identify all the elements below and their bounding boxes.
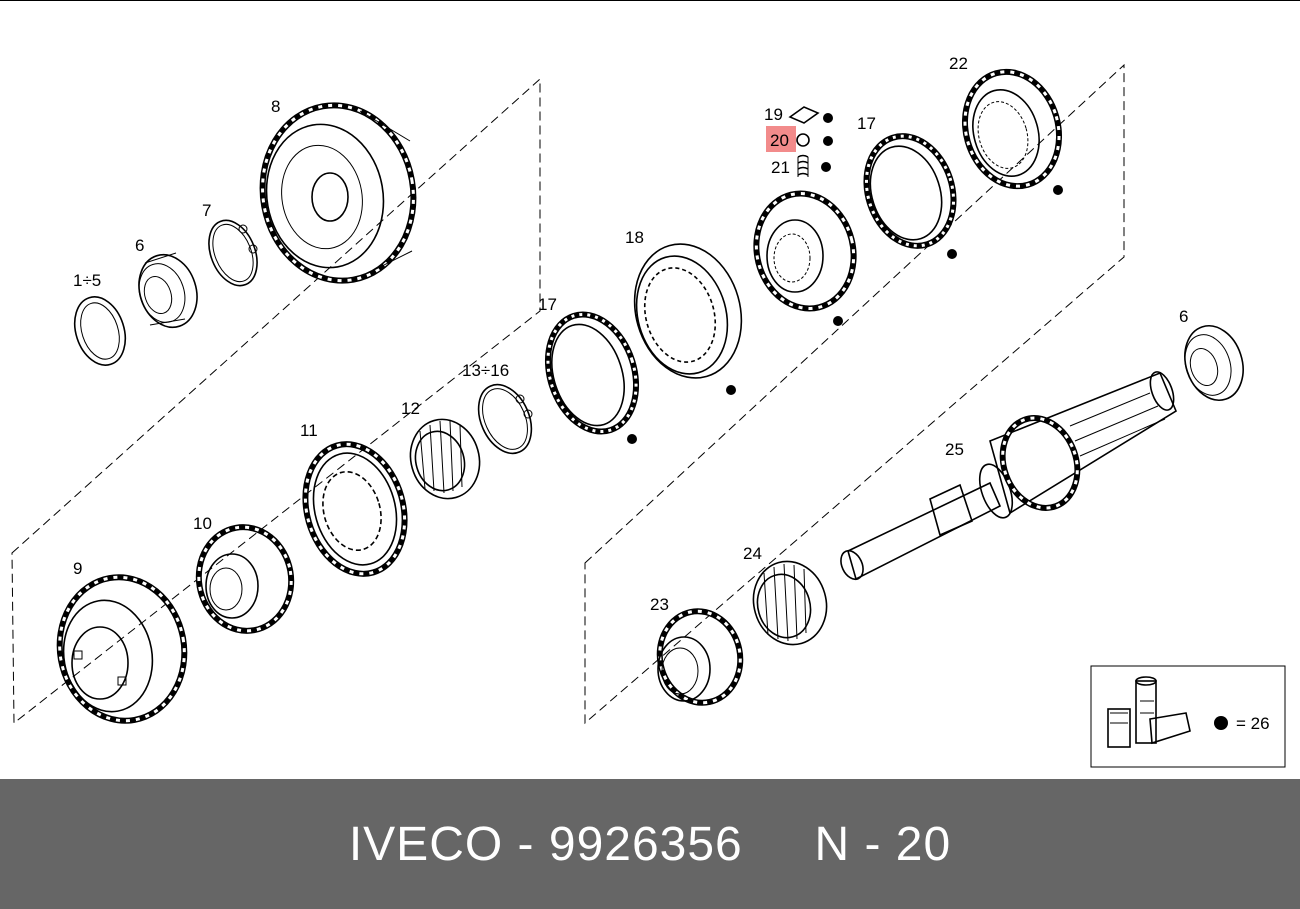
callout-7: 7 xyxy=(202,201,211,220)
callout-6-left: 6 xyxy=(135,236,144,255)
footer-caption: IVECO - 9926356 N - 20 xyxy=(349,817,951,872)
callout-13-16: 13÷16 xyxy=(462,361,509,380)
diagram-canvas: 1÷5 6 7 8 9 10 11 12 13÷16 17 18 19 20 2… xyxy=(11,54,1286,768)
footer-part-number: 9926356 xyxy=(548,817,743,871)
part-synchro-hub[interactable] xyxy=(744,183,865,326)
part-detent-spring[interactable] xyxy=(797,154,831,178)
part-detent-ball[interactable] xyxy=(796,133,833,147)
legend-dot-icon xyxy=(1214,716,1228,730)
callout-11: 11 xyxy=(300,421,318,440)
callout-25: 25 xyxy=(945,440,964,459)
callout-12: 12 xyxy=(401,399,420,418)
assembly-frame-left xyxy=(11,77,541,725)
grease-tool-icon xyxy=(1107,676,1191,748)
part-gear-9[interactable] xyxy=(48,567,195,730)
footer-position: 20 xyxy=(895,817,952,871)
footer-brand: IVECO xyxy=(348,817,504,871)
callout-18: 18 xyxy=(625,228,644,247)
part-sliding-sleeve[interactable] xyxy=(619,231,756,395)
callout-23: 23 xyxy=(650,595,669,614)
callout-8: 8 xyxy=(271,97,280,116)
callout-19: 19 xyxy=(764,105,783,124)
footer-separator: - xyxy=(517,817,535,871)
part-gear-22[interactable] xyxy=(952,61,1072,198)
part-gear-large[interactable] xyxy=(249,93,427,292)
part-bearing-left[interactable] xyxy=(130,247,206,335)
highlight-box-ref-20 xyxy=(766,126,796,152)
assembly-frame-right xyxy=(584,63,1125,725)
part-splined-disc[interactable] xyxy=(291,432,420,585)
part-detent-block[interactable] xyxy=(788,106,833,124)
callout-10: 10 xyxy=(193,514,212,533)
callout-1-5: 1÷5 xyxy=(73,271,101,290)
callout-17-upper: 17 xyxy=(857,114,876,133)
part-synchro-ring-upper[interactable] xyxy=(853,125,967,259)
callout-17-lower: 17 xyxy=(538,295,557,314)
part-snap-ring-left[interactable] xyxy=(200,213,266,293)
part-snap-ring-middle[interactable] xyxy=(468,376,541,461)
part-gear-10[interactable] xyxy=(191,520,300,638)
part-shim-ring[interactable] xyxy=(66,290,133,371)
part-main-shaft[interactable] xyxy=(837,369,1179,583)
part-bearing-right[interactable] xyxy=(1176,318,1253,408)
part-gear-23[interactable] xyxy=(651,604,748,711)
exploded-parts-diagram: 1÷5 6 7 8 9 10 11 12 13÷16 17 18 19 20 2… xyxy=(0,0,1300,768)
callout-9: 9 xyxy=(73,559,82,578)
footer-position-prefix: N xyxy=(814,817,851,871)
callout-20: 20 xyxy=(770,131,789,150)
callout-24: 24 xyxy=(743,544,762,563)
callout-6-right: 6 xyxy=(1179,307,1188,326)
callout-21: 21 xyxy=(771,158,790,177)
legend-text: = 26 xyxy=(1236,714,1270,733)
part-synchro-ring-lower[interactable] xyxy=(534,303,651,444)
callout-22: 22 xyxy=(949,54,968,73)
part-needle-bearing-24[interactable] xyxy=(744,553,836,654)
legend-box: = 26 xyxy=(1090,665,1286,768)
footer-separator-2: - xyxy=(864,817,882,871)
footer-bar: IVECO - 9926356 N - 20 xyxy=(0,779,1300,909)
part-needle-bearing-12[interactable] xyxy=(401,411,488,507)
